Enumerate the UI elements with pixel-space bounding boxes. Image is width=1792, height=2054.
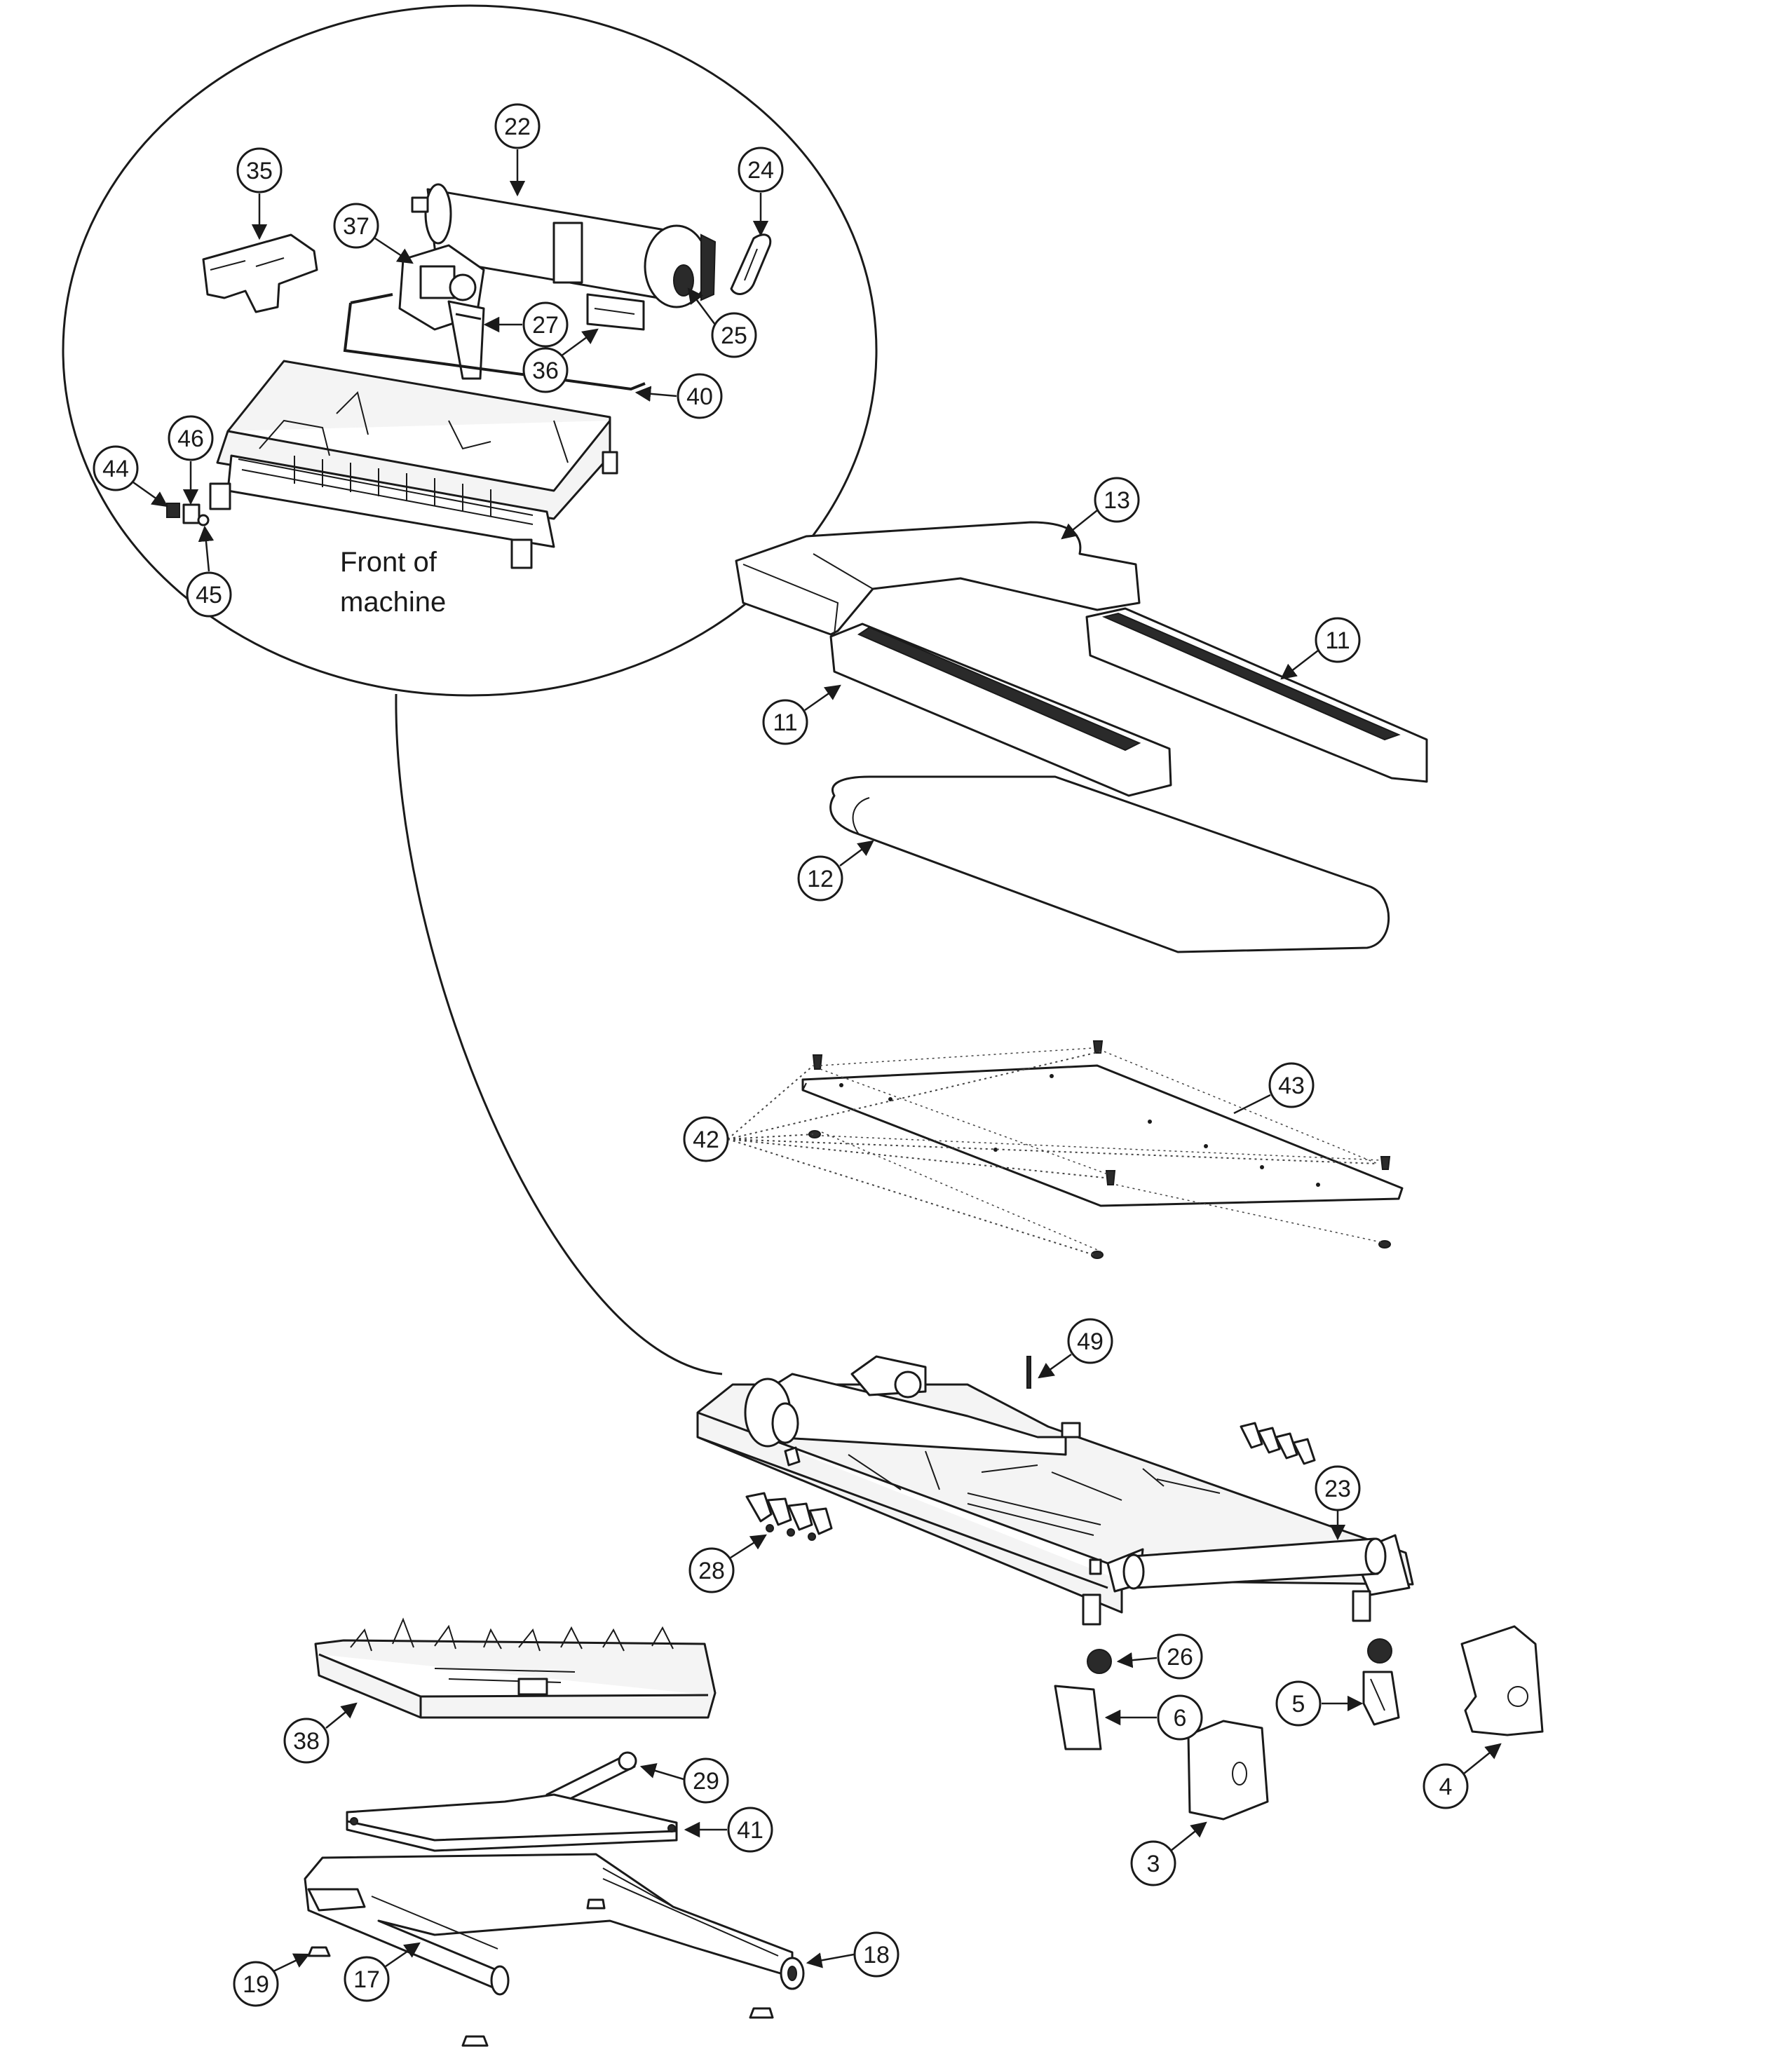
svg-text:29: 29 bbox=[693, 1768, 719, 1795]
svg-text:35: 35 bbox=[246, 158, 273, 184]
callout-5: 5 bbox=[1275, 1680, 1364, 1727]
callout-26: 26 bbox=[1116, 1633, 1203, 1680]
part-11-side-rail-front bbox=[829, 623, 1172, 797]
part-3-end-cap-front bbox=[1187, 1720, 1269, 1821]
svg-text:36: 36 bbox=[532, 358, 559, 384]
callout-17: 17 bbox=[344, 1942, 421, 2002]
part-5-end-cap-bracket bbox=[1362, 1671, 1400, 1726]
callout-36: 36 bbox=[522, 328, 599, 393]
callout-25: 25 bbox=[687, 287, 757, 358]
part-4-rear-end-cap bbox=[1460, 1625, 1544, 1736]
part-42-deck-bolts bbox=[808, 1040, 1391, 1259]
callout-18: 18 bbox=[806, 1931, 900, 1978]
svg-text:40: 40 bbox=[686, 383, 713, 410]
part-27-lift-motor bbox=[447, 300, 485, 380]
part-18-wheels bbox=[490, 1957, 805, 1996]
part-19-leveling-feet bbox=[307, 1898, 774, 2047]
svg-text:5: 5 bbox=[1292, 1691, 1305, 1718]
callout-49: 49 bbox=[1038, 1318, 1113, 1379]
callout-6: 6 bbox=[1104, 1694, 1203, 1741]
callout-11-left: 11 bbox=[762, 684, 841, 745]
part-17-base-frame bbox=[304, 1853, 794, 1992]
callout-27: 27 bbox=[483, 301, 569, 348]
part-11-side-rail-rear bbox=[1085, 607, 1428, 783]
svg-text:49: 49 bbox=[1077, 1328, 1104, 1355]
callout-35: 35 bbox=[236, 147, 283, 240]
svg-text:45: 45 bbox=[196, 582, 222, 608]
callout-37: 37 bbox=[333, 203, 414, 264]
part-24-drive-belt bbox=[730, 233, 772, 295]
svg-text:43: 43 bbox=[1278, 1073, 1305, 1099]
callout-3: 3 bbox=[1130, 1821, 1207, 1886]
svg-text:19: 19 bbox=[243, 1971, 269, 1998]
part-43-running-deck bbox=[801, 1064, 1404, 1207]
part-36-motor-controller bbox=[586, 293, 645, 331]
svg-text:24: 24 bbox=[747, 157, 774, 184]
rear-feet-cluster bbox=[1240, 1422, 1316, 1465]
callout-45: 45 bbox=[186, 525, 232, 618]
svg-text:41: 41 bbox=[737, 1817, 763, 1844]
part-23-rear-roller bbox=[1122, 1537, 1387, 1590]
part-35-motor-cover-bracket bbox=[202, 233, 318, 313]
callout-46: 46 bbox=[168, 415, 214, 505]
part-26-spacers bbox=[1082, 1590, 1392, 1674]
svg-text:38: 38 bbox=[293, 1728, 320, 1755]
callout-44: 44 bbox=[93, 445, 168, 508]
callout-12: 12 bbox=[797, 840, 874, 902]
callout-24: 24 bbox=[738, 147, 784, 237]
svg-text:11: 11 bbox=[1325, 627, 1350, 654]
callout-43: 43 bbox=[1233, 1062, 1315, 1115]
part-41-crossbar bbox=[346, 1793, 678, 1852]
part-28-feet-cluster-front bbox=[745, 1492, 833, 1541]
detail-view-boundary bbox=[62, 4, 878, 1375]
callout-11-right: 11 bbox=[1280, 617, 1361, 680]
note-front-of-machine-line1: Front of bbox=[340, 547, 437, 578]
svg-text:23: 23 bbox=[1324, 1476, 1351, 1502]
svg-text:27: 27 bbox=[532, 312, 559, 339]
part-38-base-tray bbox=[314, 1617, 717, 1719]
callout-19: 19 bbox=[233, 1953, 311, 2007]
part-6-end-cap-left bbox=[1054, 1685, 1102, 1750]
svg-text:6: 6 bbox=[1174, 1705, 1187, 1732]
svg-text:26: 26 bbox=[1167, 1644, 1193, 1671]
part-29-lift-rod bbox=[545, 1751, 637, 1807]
callout-41: 41 bbox=[684, 1807, 773, 1853]
svg-text:18: 18 bbox=[863, 1942, 890, 1968]
svg-text:42: 42 bbox=[693, 1127, 719, 1153]
svg-text:37: 37 bbox=[343, 213, 369, 240]
callout-13: 13 bbox=[1061, 477, 1140, 540]
note-front-of-machine-line2: machine bbox=[340, 587, 446, 618]
callout-22: 22 bbox=[494, 103, 541, 197]
callout-40: 40 bbox=[634, 373, 723, 419]
callout-29: 29 bbox=[639, 1757, 729, 1804]
callout-4: 4 bbox=[1423, 1743, 1502, 1809]
detail-lower-frame bbox=[209, 360, 618, 569]
svg-text:3: 3 bbox=[1147, 1851, 1160, 1877]
svg-text:12: 12 bbox=[807, 866, 834, 892]
svg-text:44: 44 bbox=[102, 456, 129, 482]
part-12-running-belt bbox=[829, 775, 1390, 953]
svg-text:4: 4 bbox=[1439, 1774, 1453, 1800]
callout-38: 38 bbox=[283, 1702, 358, 1764]
svg-text:46: 46 bbox=[177, 426, 204, 452]
part-13-motor-hood bbox=[735, 521, 1141, 636]
svg-text:22: 22 bbox=[504, 114, 531, 140]
svg-text:28: 28 bbox=[698, 1558, 725, 1584]
callout-28: 28 bbox=[688, 1534, 767, 1593]
svg-text:25: 25 bbox=[721, 322, 747, 349]
svg-text:17: 17 bbox=[353, 1966, 380, 1993]
svg-text:11: 11 bbox=[773, 709, 797, 736]
callout-23: 23 bbox=[1315, 1465, 1361, 1541]
part-44-46-45-switch-parts bbox=[166, 503, 210, 526]
callout-42: 42 bbox=[683, 1051, 1378, 1256]
svg-text:13: 13 bbox=[1104, 487, 1130, 514]
